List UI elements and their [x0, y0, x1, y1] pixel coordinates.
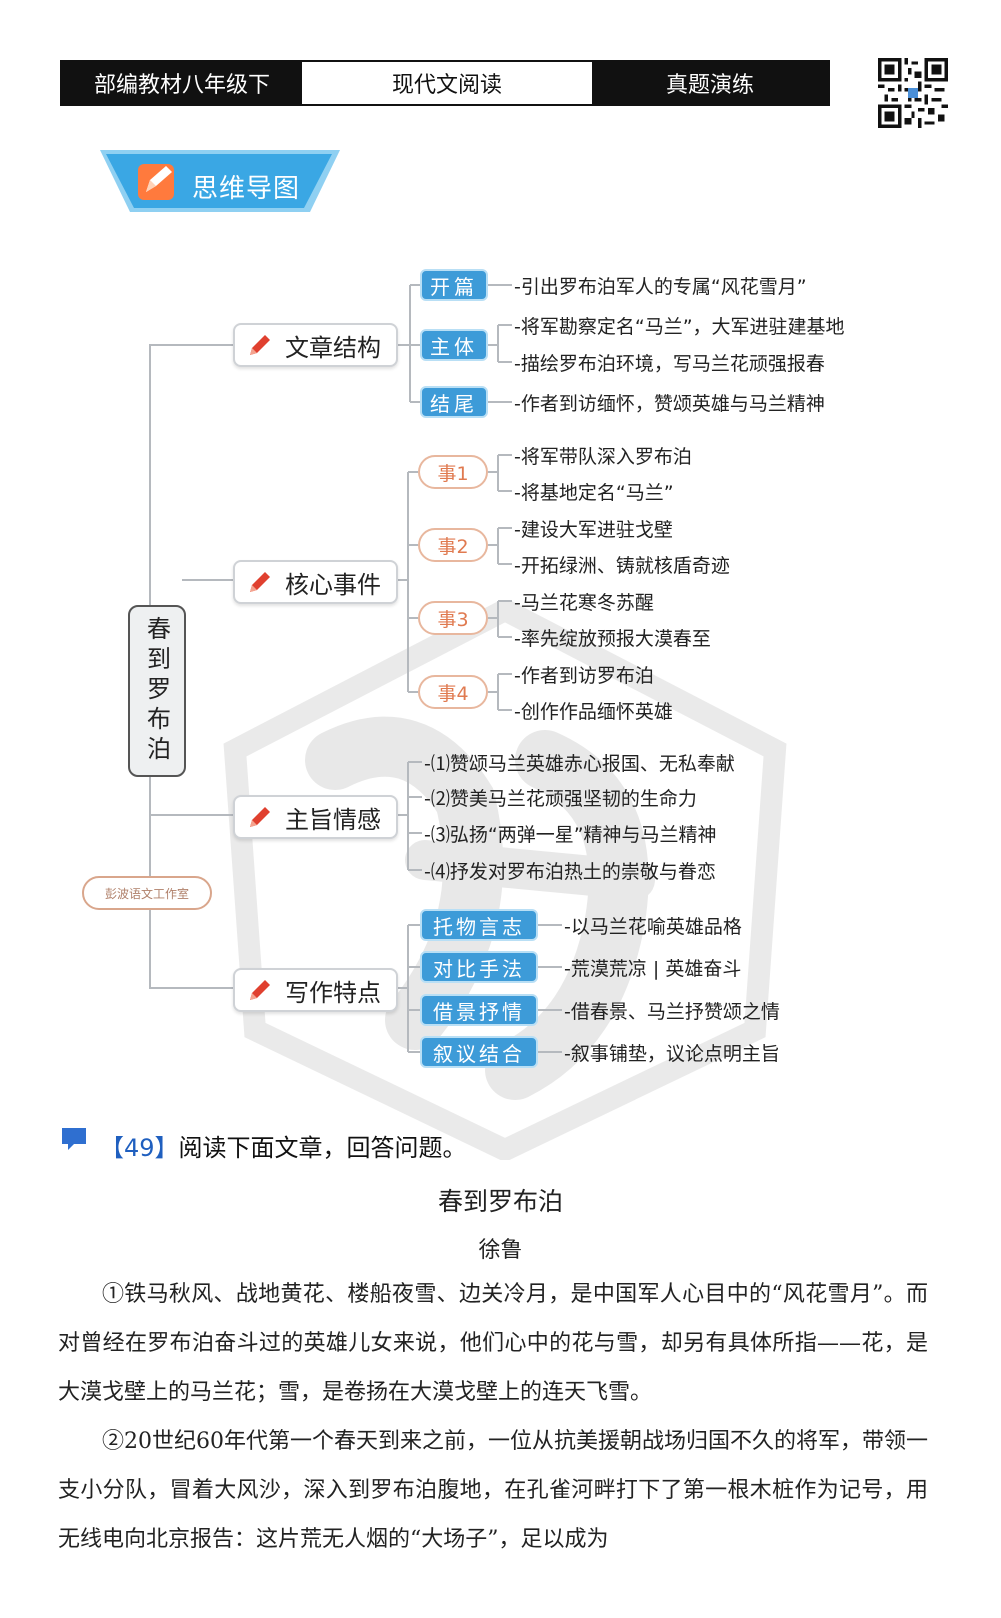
- leaf-theme-2: -⑵赞美马兰花顽强坚韧的生命力: [424, 788, 697, 810]
- branch-structure-label: 文章结构: [285, 333, 381, 362]
- header-section: 现代文阅读: [302, 62, 592, 104]
- tag-writing-1: 托物言志: [420, 909, 538, 941]
- tag-opening: 开篇: [420, 269, 488, 301]
- leaf-event-1b: -将基地定名“马兰”: [514, 482, 674, 504]
- tag-writing-4: 叙议结合: [420, 1036, 538, 1068]
- tag-event-1: 事1: [418, 455, 488, 489]
- qr-code-icon: [878, 58, 948, 128]
- leaf-body-1: -将军勘察定名“马兰”，大军进驻建基地: [514, 316, 845, 338]
- leaf-writing-3: -借春景、马兰抒赞颂之情: [564, 1001, 780, 1023]
- mindmap-banner: [100, 150, 340, 212]
- tag-event-4: 事4: [418, 675, 488, 709]
- tag-writing-3: 借景抒情: [420, 994, 538, 1026]
- question-heading: 【49】阅读下面文章，回答问题。: [100, 1128, 467, 1163]
- branch-events: 核心事件: [233, 560, 398, 604]
- speech-bubble-icon: [62, 1128, 86, 1150]
- leaf-event-1a: -将军带队深入罗布泊: [514, 446, 692, 468]
- branch-writing: 写作特点: [233, 968, 398, 1012]
- tag-writing-2: 对比手法: [420, 951, 538, 983]
- tag-event-3: 事3: [418, 601, 488, 635]
- pencil-icon: [250, 335, 270, 355]
- leaf-theme-3: -⑶弘扬“两弹一星”精神与马兰精神: [424, 824, 717, 846]
- leaf-event-2a: -建设大军进驻戈壁: [514, 519, 673, 541]
- mindmap-banner-label: 思维导图: [192, 174, 301, 204]
- leaf-writing-2: -荒漠荒凉 | 英雄奋斗: [564, 958, 742, 980]
- branch-events-label: 核心事件: [285, 570, 381, 599]
- branch-structure: 文章结构: [233, 323, 398, 367]
- pencil-icon: [250, 980, 270, 1000]
- studio-badge: 彭波语文工作室: [82, 876, 212, 910]
- tag-body: 主体: [420, 329, 488, 361]
- leaf-writing-4: -叙事铺垫，议论点明主旨: [564, 1043, 780, 1065]
- leaf-event-2b: -开拓绿洲、铸就核盾奇迹: [514, 555, 730, 577]
- article-author: 徐鲁: [478, 1238, 523, 1263]
- leaf-writing-1: -以马兰花喻英雄品格: [564, 916, 742, 938]
- article-paragraph-1: ①铁马秋风、战地黄花、楼船夜雪、边关冷月，是中国军人心目中的“风花雪月”。而对曾…: [58, 1282, 928, 1405]
- article-title: 春到罗布泊: [437, 1187, 563, 1216]
- leaf-theme-1: -⑴赞颂马兰英雄赤心报国、无私奉献: [424, 753, 735, 775]
- branch-theme: 主旨情感: [233, 795, 398, 839]
- question-prompt: 阅读下面文章，回答问题。: [178, 1134, 467, 1162]
- article-paragraph-2: ②20世纪60年代第一个春天到来之前，一位从抗美援朝战场归国不久的将军，带领一支…: [58, 1429, 928, 1552]
- pencil-icon: [250, 572, 270, 592]
- header-grade: 部编教材八年级下: [62, 62, 302, 104]
- tag-event-2: 事2: [418, 528, 488, 562]
- question-number: 【49】: [100, 1134, 179, 1162]
- pencil-icon: [250, 807, 270, 827]
- leaf-event-3b: -率先绽放预报大漠春至: [514, 628, 711, 650]
- header-practice: 真题演练: [592, 62, 828, 104]
- branch-writing-label: 写作特点: [285, 978, 381, 1007]
- article-body: ①铁马秋风、战地黄花、楼船夜雪、边关冷月，是中国军人心目中的“风花雪月”。而对曾…: [58, 1270, 928, 1564]
- leaf-theme-4: -⑷抒发对罗布泊热土的崇敬与眷恋: [424, 861, 716, 883]
- leaf-event-4b: -创作作品缅怀英雄: [514, 701, 673, 723]
- header-bar: 部编教材八年级下 现代文阅读 真题演练: [60, 60, 830, 106]
- mindmap-root: 春到罗布泊: [128, 605, 186, 777]
- leaf-opening: -引出罗布泊军人的专属“风花雪月”: [514, 276, 807, 298]
- leaf-body-2: -描绘罗布泊环境，写马兰花顽强报春: [514, 353, 825, 375]
- tag-ending: 结尾: [420, 386, 488, 418]
- leaf-event-3a: -马兰花寒冬苏醒: [514, 592, 654, 614]
- branch-theme-label: 主旨情感: [285, 805, 381, 834]
- leaf-event-4a: -作者到访罗布泊: [514, 665, 654, 687]
- leaf-ending: -作者到访缅怀，赞颂英雄与马兰精神: [514, 393, 825, 415]
